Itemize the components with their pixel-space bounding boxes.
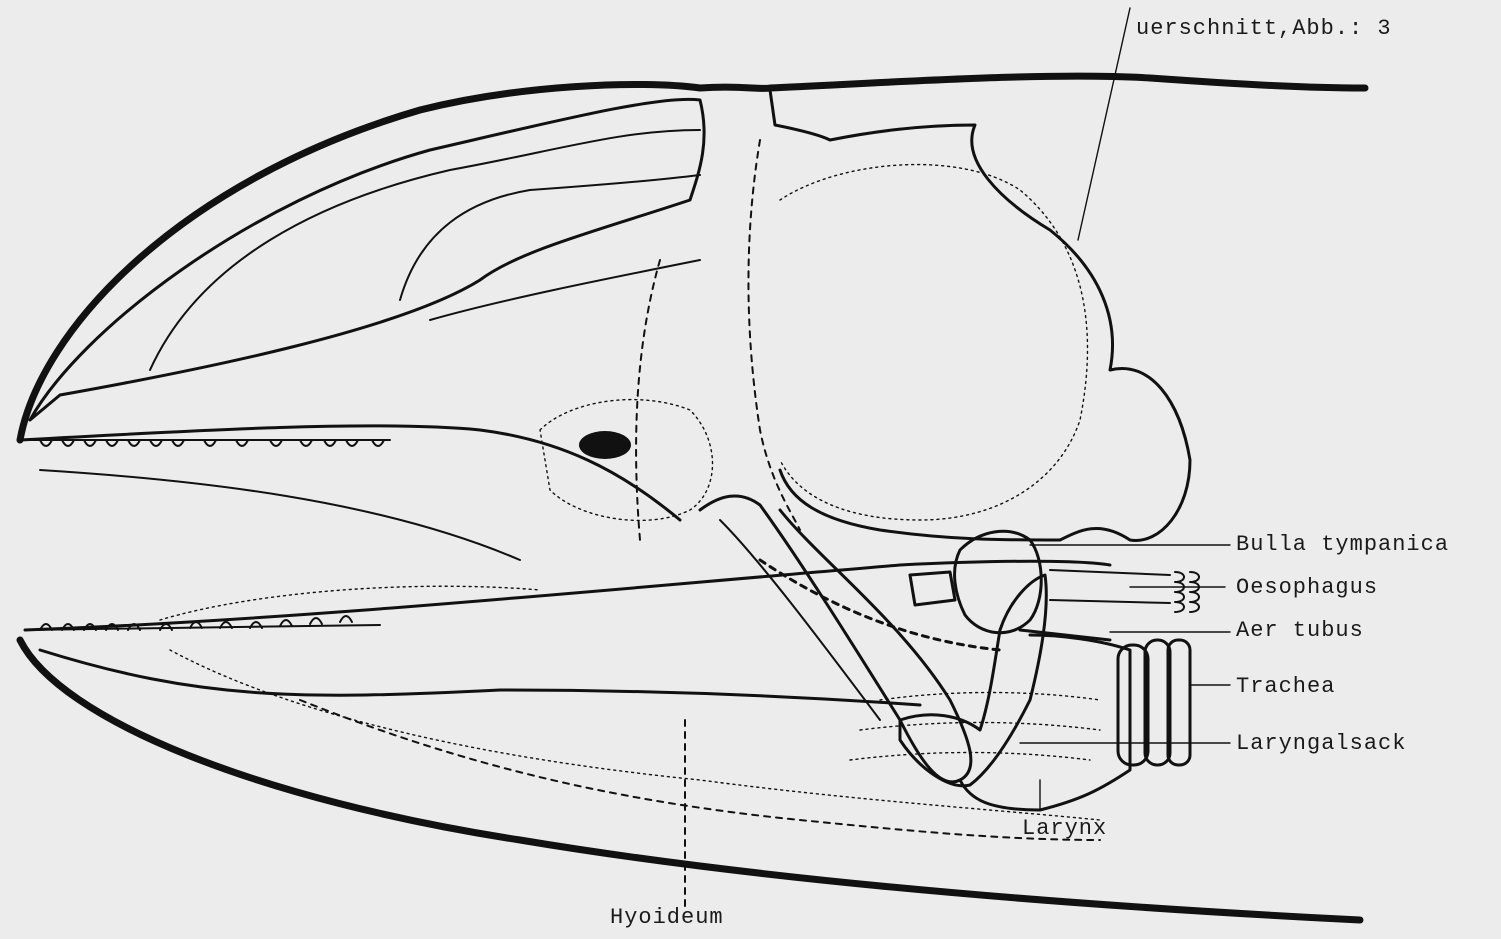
upper-teeth: [30, 440, 390, 446]
oesophagus-folds-2: [1190, 572, 1199, 612]
cranium-outline: [770, 90, 1190, 540]
label-trachea: Trachea: [1236, 674, 1335, 699]
lower-jaw-contour: [20, 640, 1360, 920]
label-laryngalsack: Laryngalsack: [1236, 731, 1406, 756]
section-line: [1078, 8, 1130, 240]
oesophagus-folds: [1175, 572, 1184, 612]
label-aer-tubus: Aer tubus: [1236, 618, 1364, 643]
hyoid-process: [700, 496, 971, 782]
tongue-line: [40, 650, 920, 705]
melon-outline: [30, 99, 704, 420]
gape-line: [40, 470, 520, 560]
eye-socket-dotted: [540, 400, 713, 521]
orbit-dashed-front: [748, 140, 800, 530]
label-larynx: Larynx: [1022, 816, 1107, 841]
label-hyoideum: Hyoideum: [610, 905, 724, 930]
bulla-tympanica: [955, 531, 1042, 632]
label-oesophagus: Oesophagus: [1236, 575, 1378, 600]
hyoid-inner-line: [720, 520, 880, 720]
premaxilla-line: [430, 260, 700, 320]
bulla-attachment: [910, 572, 955, 605]
blowhole-passage: [150, 130, 700, 370]
eye: [579, 431, 631, 459]
nasal-plug-line: [400, 175, 700, 300]
skull-base-dotted: [780, 165, 1088, 520]
label-bulla-tympanica: Bulla tympanica: [1236, 532, 1449, 557]
figure-caption: uerschnitt,Abb.: 3: [1136, 16, 1392, 41]
